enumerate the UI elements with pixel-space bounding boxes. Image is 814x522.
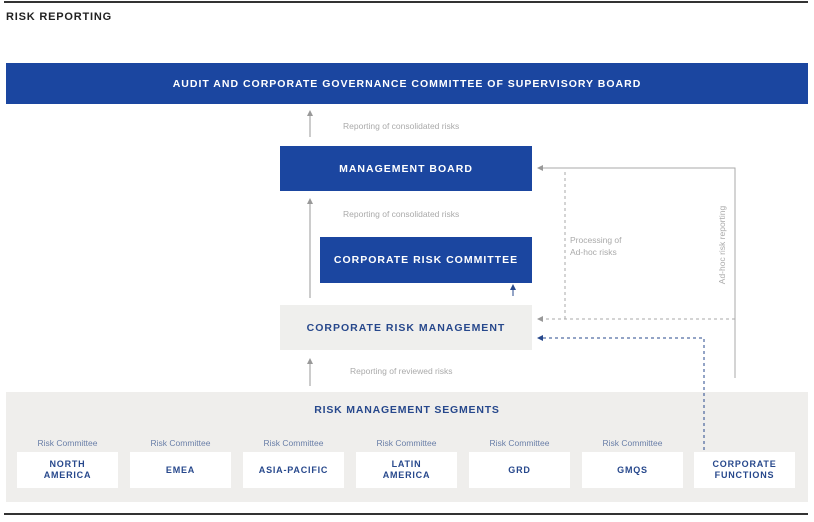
label-processing-adhoc: Processing of Ad-hoc risks — [570, 235, 622, 257]
corporate-risk-committee-box: CORPORATE RISK COMMITTEE — [320, 237, 532, 283]
segment-box: GMQS — [582, 452, 683, 488]
risk-committee-label: Risk Committee — [263, 438, 324, 448]
segment-box: GRD — [469, 452, 570, 488]
top-rule — [4, 1, 808, 3]
risk-committee-label: Risk Committee — [602, 438, 663, 448]
segment-box: LATIN AMERICA — [356, 452, 457, 488]
risk-committee-label: Risk Committee — [150, 438, 211, 448]
risk-committee-label: Risk Committee — [37, 438, 98, 448]
segment-box: ASIA-PACIFIC — [243, 452, 344, 488]
management-board-box: MANAGEMENT BOARD — [280, 146, 532, 191]
risk-committee-label: Risk Committee — [489, 438, 550, 448]
label-consolidated-risks-1: Reporting of consolidated risks — [343, 121, 460, 131]
segment-unit: CORPORATE FUNCTIONS — [694, 438, 795, 488]
segment-box: NORTH AMERICA — [17, 452, 118, 488]
diagram-title: RISK REPORTING — [6, 11, 112, 23]
segment-box: CORPORATE FUNCTIONS — [694, 452, 795, 488]
segments-title: RISK MANAGEMENT SEGMENTS — [314, 404, 500, 416]
risk-committee-label: Risk Committee — [376, 438, 437, 448]
segment-box: EMEA — [130, 452, 231, 488]
adhoc-reporting-line — [537, 165, 736, 378]
bottom-rule — [4, 513, 808, 515]
corporate-functions-line — [537, 335, 705, 450]
label-consolidated-risks-2: Reporting of consolidated risks — [343, 209, 460, 219]
corporate-risk-management-box: CORPORATE RISK MANAGEMENT — [280, 305, 532, 350]
label-reviewed-risks: Reporting of reviewed risks — [350, 366, 453, 376]
audit-committee-box: AUDIT AND CORPORATE GOVERNANCE COMMITTEE… — [6, 63, 808, 104]
